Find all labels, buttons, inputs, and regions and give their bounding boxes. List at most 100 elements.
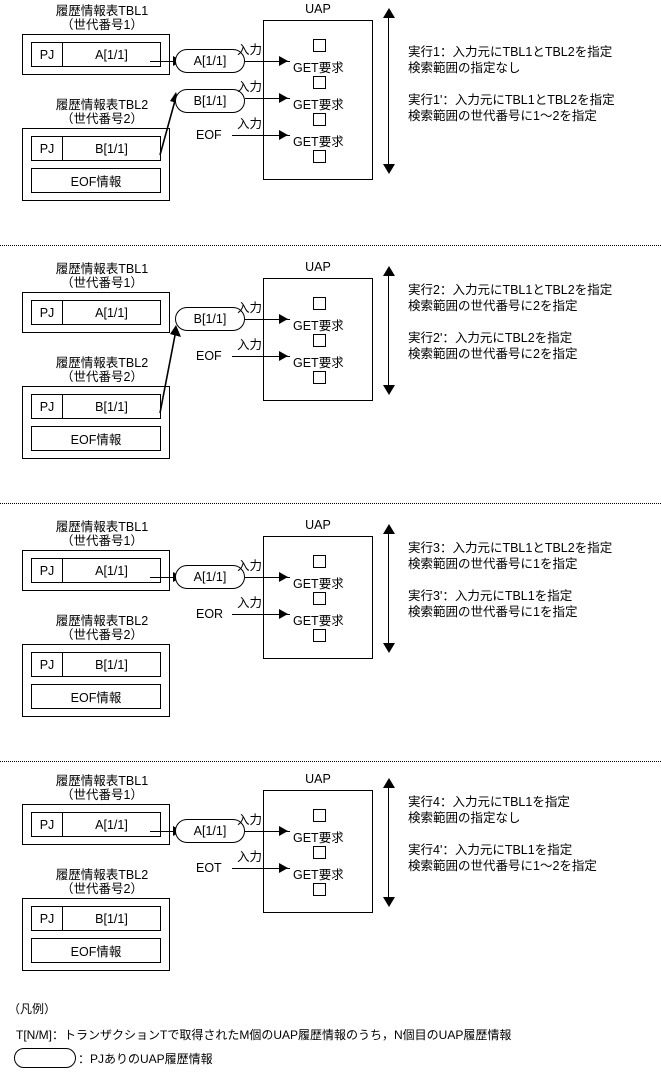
tbl2-pj-cell: PJ bbox=[32, 137, 63, 160]
connector-tbl1-to-pill bbox=[150, 577, 176, 578]
span-arrow-top bbox=[383, 266, 395, 276]
tbl1-value-cell: A[1/1] bbox=[95, 47, 128, 62]
checkbox-3 bbox=[313, 629, 326, 642]
input-arrowhead-2 bbox=[279, 93, 288, 103]
span-arrow-bottom bbox=[383, 385, 395, 395]
tbl2-eof-row: EOF情報 bbox=[31, 426, 161, 451]
tbl1-title-line1: 履歴情報表TBL1 bbox=[55, 520, 149, 534]
terminator-label: EOT bbox=[196, 861, 222, 875]
tbl1-value-cell: A[1/1] bbox=[95, 563, 128, 578]
scenario-panel-1: 履歴情報表TBL1 （世代番号1） PJ A[1/1] 履歴情報表TBL2 （世… bbox=[0, 0, 661, 250]
tbl2-title-line2: （世代番号2） bbox=[61, 370, 143, 384]
input-line-1 bbox=[245, 577, 290, 578]
get-request-1: GET要求 bbox=[293, 61, 344, 75]
span-arrow-bar bbox=[388, 16, 389, 166]
tbl2-value-cell: B[1/1] bbox=[95, 911, 128, 926]
input-line-2 bbox=[232, 868, 290, 869]
history-table-tbl1: 履歴情報表TBL1 （世代番号1） PJ A[1/1] bbox=[22, 262, 182, 333]
tbl2-pj-cell: PJ bbox=[32, 653, 63, 676]
checkbox-2 bbox=[313, 334, 326, 347]
tbl1-pj-cell: PJ bbox=[32, 43, 63, 66]
input-label-1: 入力 bbox=[237, 813, 263, 827]
tbl2-box: PJ B[1/1] EOF情報 bbox=[22, 644, 170, 717]
tbl2-eof-row: EOF情報 bbox=[31, 938, 161, 963]
tbl2-pj-cell: PJ bbox=[32, 907, 63, 930]
legend-pill-shape bbox=[14, 1048, 76, 1068]
tbl1-title-line2: （世代番号1） bbox=[61, 534, 143, 548]
history-table-tbl2: 履歴情報表TBL2 （世代番号2） PJ B[1/1] EOF情報 bbox=[22, 98, 182, 201]
tbl2-title-line1: 履歴情報表TBL2 bbox=[55, 614, 149, 628]
uap-label: UAP bbox=[305, 772, 331, 786]
span-arrow-top bbox=[383, 524, 395, 534]
tbl1-record-row: PJ A[1/1] bbox=[31, 300, 161, 325]
get-request-1: GET要求 bbox=[293, 577, 344, 591]
uap-label: UAP bbox=[305, 2, 331, 16]
scenario-notes: 実行1：入力元にTBL1とTBL2を指定 検索範囲の指定なし 実行1'：入力元に… bbox=[408, 45, 615, 123]
tbl1-record-row: PJ A[1/1] bbox=[31, 42, 161, 67]
tbl1-title-line1: 履歴情報表TBL1 bbox=[55, 4, 149, 18]
legend: （凡例） T[N/M]：トランザクションTで取得されたM個のUAP履歴情報のうち… bbox=[0, 1000, 661, 1075]
get-request-2: GET要求 bbox=[293, 356, 344, 370]
scenario-notes: 実行3：入力元にTBL1とTBL2を指定 検索範囲の世代番号に1を指定 実行3'… bbox=[408, 541, 613, 619]
checkbox-3 bbox=[313, 113, 326, 126]
span-arrow-bottom bbox=[383, 897, 395, 907]
input-arrowhead-1 bbox=[279, 314, 288, 324]
legend-line-notation: T[N/M]：トランザクションTで取得されたM個のUAP履歴情報のうち，N個目の… bbox=[16, 1028, 512, 1042]
input-label-3: 入力 bbox=[237, 117, 263, 131]
tbl1-title-line2: （世代番号1） bbox=[61, 788, 143, 802]
tbl1-box: PJ A[1/1] bbox=[22, 804, 170, 845]
panel-separator-1 bbox=[0, 245, 661, 246]
input-arrowhead-2 bbox=[279, 609, 288, 619]
tbl1-title-line1: 履歴情報表TBL1 bbox=[55, 262, 149, 276]
uap-label: UAP bbox=[305, 260, 331, 274]
tbl1-pj-cell: PJ bbox=[32, 301, 63, 324]
uap-history-pill-b: B[1/1] bbox=[175, 89, 245, 113]
history-table-tbl1: 履歴情報表TBL1 （世代番号1） PJ A[1/1] bbox=[22, 4, 182, 75]
input-arrowhead-3 bbox=[279, 130, 288, 140]
history-table-tbl2: 履歴情報表TBL2 （世代番号2） PJ B[1/1] EOF情報 bbox=[22, 356, 182, 459]
tbl1-box: PJ A[1/1] bbox=[22, 292, 170, 333]
get-request-2: GET要求 bbox=[293, 614, 344, 628]
get-request-1: GET要求 bbox=[293, 319, 344, 333]
tbl2-box: PJ B[1/1] EOF情報 bbox=[22, 128, 170, 201]
input-line-1 bbox=[245, 61, 290, 62]
history-table-tbl2: 履歴情報表TBL2 （世代番号2） PJ B[1/1] EOF情報 bbox=[22, 868, 182, 971]
uap-label: UAP bbox=[305, 518, 331, 532]
input-line-1 bbox=[245, 831, 290, 832]
get-request-2: GET要求 bbox=[293, 868, 344, 882]
scenario-notes: 実行2：入力元にTBL1とTBL2を指定 検索範囲の世代番号に2を指定 実行2'… bbox=[408, 283, 613, 361]
history-table-tbl1: 履歴情報表TBL1 （世代番号1） PJ A[1/1] bbox=[22, 520, 182, 591]
legend-line-pill: ：PJありのUAP履歴情報 bbox=[78, 1052, 213, 1066]
checkbox-1 bbox=[313, 39, 326, 52]
panel-separator-2 bbox=[0, 503, 661, 504]
uap-history-pill-b: B[1/1] bbox=[175, 307, 245, 331]
input-line-2 bbox=[245, 98, 290, 99]
tbl2-value-cell: B[1/1] bbox=[95, 657, 128, 672]
connector-tbl2-to-pill bbox=[159, 325, 181, 414]
tbl2-record-row: PJ B[1/1] bbox=[31, 652, 161, 677]
input-label-2: 入力 bbox=[237, 80, 263, 94]
terminator-label: EOR bbox=[196, 607, 224, 621]
tbl2-title-line2: （世代番号2） bbox=[61, 628, 143, 642]
uap-history-pill-a: A[1/1] bbox=[175, 565, 245, 589]
input-label-1: 入力 bbox=[237, 301, 263, 315]
scenario-panel-3: 履歴情報表TBL1 （世代番号1） PJ A[1/1] 履歴情報表TBL2 （世… bbox=[0, 516, 661, 766]
connector-tbl1-to-pill bbox=[150, 831, 176, 832]
input-line-2 bbox=[232, 614, 290, 615]
input-arrowhead-2 bbox=[279, 351, 288, 361]
tbl1-pj-cell: PJ bbox=[32, 559, 63, 582]
uap-history-pill-a: A[1/1] bbox=[175, 819, 245, 843]
tbl1-pj-cell: PJ bbox=[32, 813, 63, 836]
get-request-2: GET要求 bbox=[293, 98, 344, 112]
checkbox-1 bbox=[313, 809, 326, 822]
tbl2-record-row: PJ B[1/1] bbox=[31, 906, 161, 931]
input-line-3 bbox=[232, 135, 290, 136]
tbl1-box: PJ A[1/1] bbox=[22, 550, 170, 591]
tbl2-value-cell: B[1/1] bbox=[95, 399, 128, 414]
tbl1-record-row: PJ A[1/1] bbox=[31, 812, 161, 837]
tbl1-record-row: PJ A[1/1] bbox=[31, 558, 161, 583]
input-arrowhead-1 bbox=[279, 572, 288, 582]
checkbox-2 bbox=[313, 846, 326, 859]
span-arrow-bar bbox=[388, 274, 389, 387]
input-label-1: 入力 bbox=[237, 559, 263, 573]
